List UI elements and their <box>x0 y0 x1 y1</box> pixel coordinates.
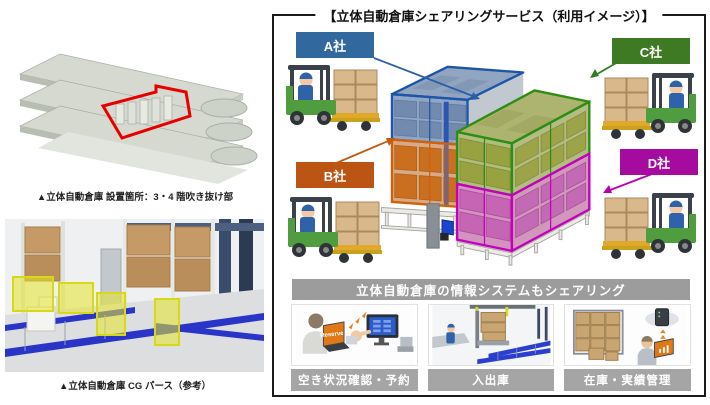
zone-d-magenta <box>455 151 591 253</box>
warehouse-interior-cg <box>5 219 264 372</box>
info-system-banner: 立体自動倉庫の情報システムもシェアリング <box>292 279 690 300</box>
feature-panels: Reserve 空き状況確認・予約 <box>291 304 692 391</box>
bottom-image-caption: ▲立体自動倉庫 CG パース（参考） <box>59 381 211 392</box>
forklift-a-illustration <box>285 64 381 132</box>
shared-warehouse-illustration <box>381 65 591 266</box>
forklift-b-illustration <box>287 196 383 264</box>
zone-c-green <box>455 89 591 198</box>
inout-illustration <box>427 304 555 366</box>
forklift-d-illustration <box>601 192 697 260</box>
diagram-title: 【立体自動倉庫シェアリングサービス（利用イメージ）】 <box>315 6 663 25</box>
feature-panel-inventory: 在庫・実績管理 <box>564 304 692 391</box>
inventory-illustration <box>564 304 692 366</box>
feature-panel-reservation: Reserve 空き状況確認・予約 <box>291 304 418 391</box>
highlight-red-outline <box>100 84 192 140</box>
company-label-a: A社 <box>296 32 374 58</box>
warehouse-cg-perspective <box>5 219 264 372</box>
panel-label-reservation: 空き状況確認・予約 <box>291 369 418 391</box>
sharing-service-diagram: 【立体自動倉庫シェアリングサービス（利用イメージ）】 A社 B社 C社 D社 <box>272 6 706 397</box>
feature-panel-inout: 入出庫 <box>427 304 555 391</box>
company-label-b: B社 <box>296 162 374 188</box>
company-label-c: C社 <box>612 38 690 64</box>
warehouse-location-rendering <box>8 12 264 186</box>
panel-label-inventory: 在庫・実績管理 <box>564 369 692 391</box>
forklift-c-illustration <box>601 72 697 140</box>
reservation-illustration: Reserve <box>291 304 418 366</box>
top-image-caption: ▲立体自動倉庫 設置箇所：3・4 階吹き抜け部 <box>36 192 234 203</box>
building-floors-illustration <box>18 53 258 184</box>
panel-label-inout: 入出庫 <box>427 369 555 391</box>
company-label-d: D社 <box>620 149 698 175</box>
